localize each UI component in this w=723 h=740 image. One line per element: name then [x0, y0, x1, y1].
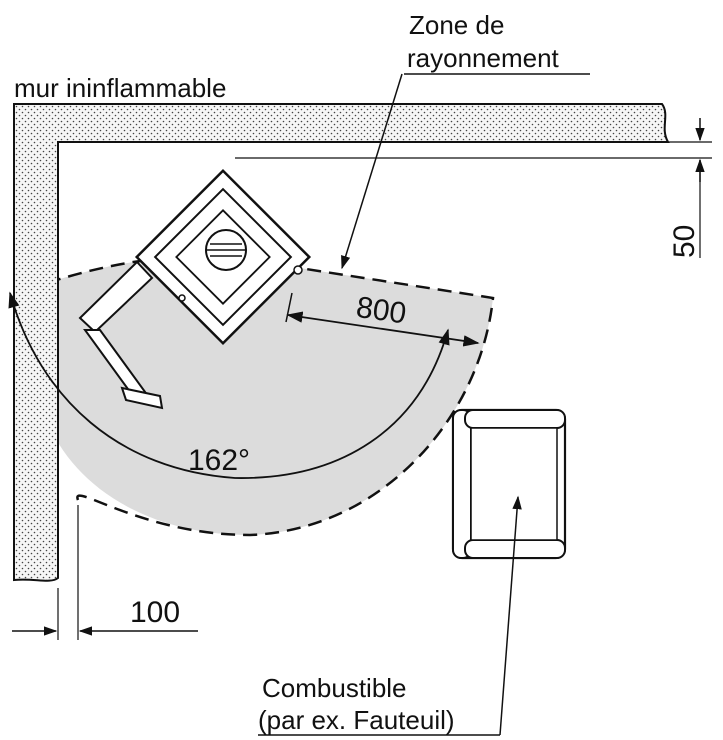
- radiation-distance-value: 800: [354, 291, 408, 331]
- stove-hinge: [293, 265, 303, 275]
- back-clearance-value: 50: [668, 225, 701, 258]
- stove: [134, 168, 312, 346]
- radiation-zone-label-line2: rayonnement: [407, 43, 560, 73]
- armchair: [451, 408, 567, 560]
- radiation-distance-tick: [285, 292, 293, 323]
- wall-label: mur ininflammable: [14, 73, 226, 103]
- noncombustible-wall: [13, 103, 670, 582]
- armchair-arm-top: [464, 409, 566, 429]
- combustible-leader: [499, 495, 522, 736]
- radiation-zone-label-line1: Zone de: [409, 10, 504, 40]
- side-clearance-value: 100: [130, 596, 180, 629]
- angle-arc: [8, 291, 450, 479]
- radiation-distance-line: [286, 311, 480, 347]
- combustible-label-line2: (par ex. Fauteuil): [258, 705, 455, 735]
- armchair-seat: [470, 427, 558, 541]
- radiation-angle-value: 162°: [188, 444, 250, 477]
- armchair-back: [452, 409, 472, 559]
- radiation-zone-leader: [341, 73, 403, 270]
- stove-knob: [178, 294, 186, 302]
- combustible-label-line1: Combustible: [262, 673, 407, 703]
- stove-door-open: [78, 260, 164, 410]
